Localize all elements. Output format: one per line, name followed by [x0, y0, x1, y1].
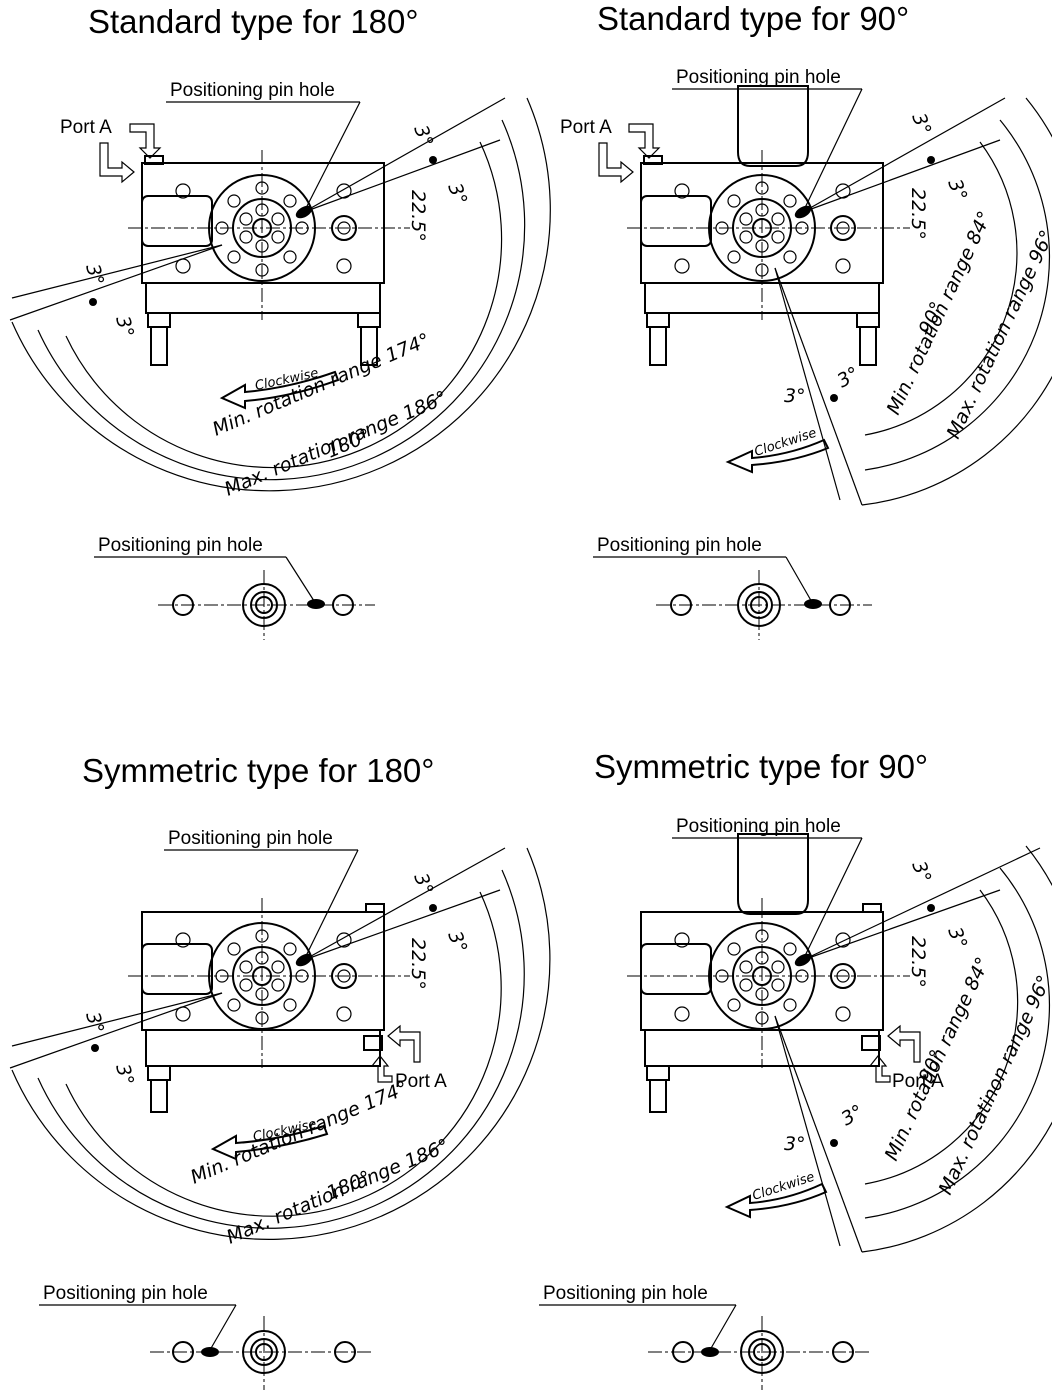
svg-text:3°: 3°: [111, 314, 138, 341]
panel-standard-90: Standard type for 90° Clockwise: [560, 0, 1052, 640]
svg-text:3°: 3°: [838, 1100, 868, 1130]
svg-text:Positioning pin hole: Positioning pin hole: [676, 67, 841, 88]
bottom-fitting-right: [357, 312, 381, 366]
svg-text:3°: 3°: [907, 110, 935, 138]
max-range-arc: [861, 97, 1052, 506]
svg-text:3°: 3°: [409, 870, 437, 898]
svg-text:3°: 3°: [443, 180, 471, 208]
panel-symmetric-180: Symmetric type for 180° Clockwise Po: [9, 752, 551, 1390]
svg-text:3°: 3°: [81, 1010, 108, 1037]
min-range-arc: [864, 141, 1018, 436]
panel-title: Symmetric type for 180°: [82, 752, 434, 789]
svg-text:3°: 3°: [81, 262, 108, 289]
svg-text:Positioning pin hole: Positioning pin hole: [43, 1283, 208, 1304]
pin-hole-label: Positioning pin hole: [170, 80, 335, 101]
max-range-arc: [11, 97, 551, 492]
nominal-arc: [37, 119, 526, 481]
svg-text:3°: 3°: [409, 122, 437, 150]
panel-standard-180: Standard type for 180°: [9, 3, 551, 640]
nominal-arc: [864, 867, 1050, 1219]
pin-hole-detail: Positioning pin hole: [94, 535, 375, 640]
clockwise-arrow: [724, 1182, 828, 1219]
arm-tab: [737, 833, 809, 915]
arm-tab: [737, 85, 809, 167]
svg-text:Positioning pin hole: Positioning pin hole: [597, 535, 762, 556]
svg-text:Positioning pin hole: Positioning pin hole: [168, 828, 333, 849]
angle-22-5-label: 22.5°: [407, 190, 429, 242]
clockwise-arrow: [210, 1124, 329, 1161]
svg-text:22.5°: 22.5°: [907, 936, 929, 988]
max-range-arc: [11, 847, 551, 1240]
panel-title: Symmetric type for 90°: [594, 748, 928, 785]
pin-hole-detail: Positioning pin hole: [593, 535, 872, 640]
svg-text:3°: 3°: [443, 928, 471, 956]
svg-text:3°: 3°: [784, 385, 806, 407]
svg-text:3°: 3°: [784, 1133, 806, 1155]
clockwise-arrow: [725, 438, 830, 474]
panel-title: Standard type for 180°: [88, 3, 419, 40]
nominal-arc: [864, 119, 1050, 471]
bottom-fitting-left: [147, 312, 171, 366]
max-range-arc: [861, 845, 1052, 1253]
svg-text:Positioning pin hole: Positioning pin hole: [676, 816, 841, 837]
svg-text:Port A: Port A: [395, 1071, 447, 1092]
svg-text:3°: 3°: [943, 176, 971, 204]
min-range-arc: [65, 141, 503, 469]
svg-text:3°: 3°: [907, 858, 935, 886]
svg-text:3°: 3°: [111, 1062, 138, 1089]
svg-text:Positioning pin hole: Positioning pin hole: [98, 535, 263, 556]
panel-title: Standard type for 90°: [597, 0, 909, 37]
svg-text:3°: 3°: [834, 362, 864, 392]
panel-symmetric-90: Symmetric type for 90° Clockwise: [539, 748, 1052, 1390]
clockwise-arrow: [219, 370, 340, 410]
min-range-arc: [65, 891, 502, 1217]
body-base: [145, 282, 381, 314]
svg-text:22.5°: 22.5°: [907, 188, 929, 240]
svg-text:22.5°: 22.5°: [407, 938, 429, 990]
svg-text:Positioning pin hole: Positioning pin hole: [543, 1283, 708, 1304]
pin-hole-detail: Positioning pin hole: [539, 1283, 870, 1390]
svg-text:Port A: Port A: [892, 1071, 944, 1092]
port-a-label: Port A: [60, 117, 112, 138]
port-fitting: [144, 155, 164, 165]
pin-hole-detail: Positioning pin hole: [39, 1283, 372, 1390]
min-range-arc: [864, 889, 1019, 1185]
svg-text:Port A: Port A: [560, 117, 612, 138]
svg-text:3°: 3°: [943, 924, 971, 952]
body-slot: [141, 195, 213, 247]
nominal-arc: [37, 869, 525, 1229]
